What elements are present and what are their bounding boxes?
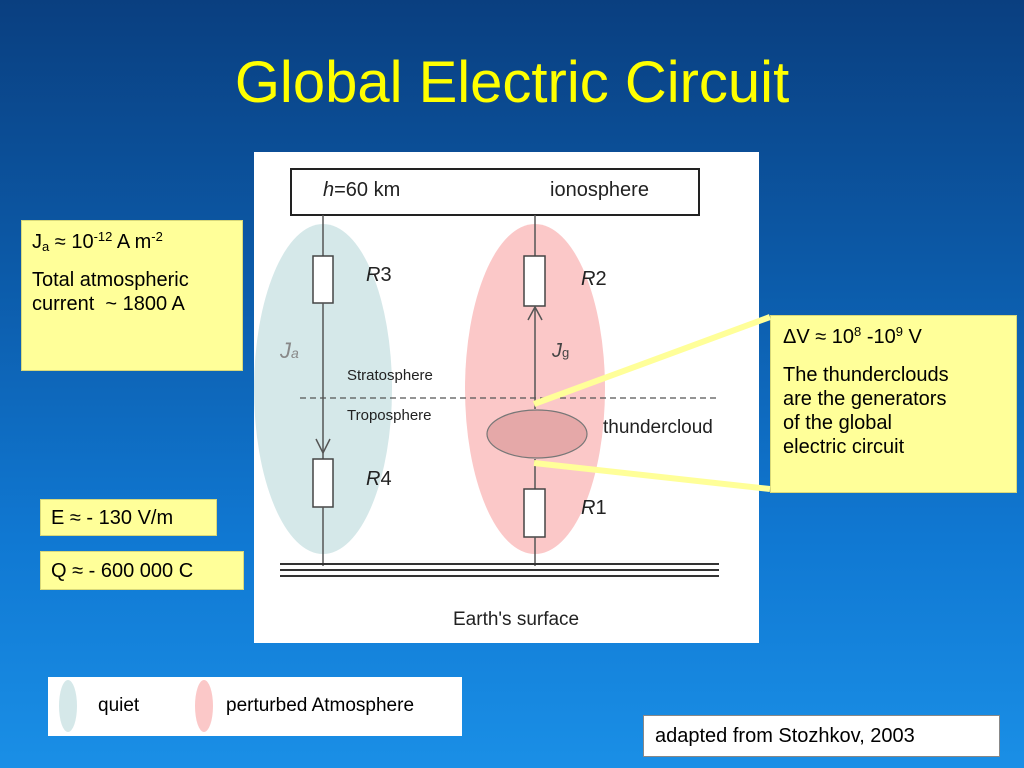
resistor-r3 [312, 255, 334, 304]
r3-label: R3 [366, 264, 392, 286]
atmospheric-current-box: Ja ≈ 10-12 A m-2 Total atmospheric curre… [21, 220, 243, 371]
circuit-diagram: h=60 km ionosphere R3 R2 R4 R1 Ja Jg Str… [254, 152, 759, 643]
resistor-r4 [312, 458, 334, 508]
ionosphere-box [290, 168, 700, 216]
r2-label: R2 [581, 268, 607, 290]
resistor-r2 [523, 255, 546, 307]
legend-perturbed-label: perturbed Atmosphere [226, 695, 415, 716]
credit-text: adapted from Stozhkov, 2003 [655, 725, 915, 747]
ja-label: Ja [280, 338, 299, 363]
troposphere-label: Troposphere [347, 407, 432, 424]
generator-text-2: are the generators [783, 388, 947, 410]
generator-text-4: electric circuit [783, 436, 905, 458]
thundercloud-label: thundercloud [603, 417, 713, 438]
total-current-line-2: current ~ 1800 A [32, 293, 185, 315]
electric-field-text: E ≈ - 130 V/m [51, 507, 174, 529]
legend: quiet perturbed Atmosphere [48, 677, 462, 736]
quiet-swatch [59, 680, 77, 732]
credit-box: adapted from Stozhkov, 2003 [643, 715, 1000, 757]
generator-text-3: of the global [783, 412, 892, 434]
current-density-line: Ja ≈ 10-12 A m-2 [32, 229, 163, 254]
perturbed-swatch [195, 680, 213, 732]
charge-box: Q ≈ - 600 000 C [40, 551, 244, 590]
total-current-line-1: Total atmospheric [32, 269, 189, 291]
jg-label: Jg [552, 340, 570, 362]
ja-arrow [315, 438, 331, 455]
voltage-box: ΔV ≈ 108 -109 V The thunderclouds are th… [770, 315, 1017, 493]
legend-quiet-label: quiet [98, 695, 140, 716]
slide-title: Global Electric Circuit [234, 50, 790, 115]
circuit-diagram-graphic [254, 168, 719, 577]
ionosphere-label: ionosphere [550, 179, 649, 201]
earth-surface-label: Earth's surface [453, 609, 580, 630]
generator-text-1: The thunderclouds [783, 364, 949, 386]
voltage-line: ΔV ≈ 108 -109 V [783, 324, 922, 348]
r4-label: R4 [366, 468, 392, 490]
resistor-r1 [523, 488, 546, 538]
r1-label: R1 [581, 497, 607, 519]
legend-swatches [59, 680, 213, 732]
thundercloud-shape [486, 409, 588, 459]
altitude-label: h=60 km [323, 179, 401, 201]
stratosphere-label: Stratosphere [347, 367, 433, 384]
charge-text: Q ≈ - 600 000 C [51, 560, 194, 582]
electric-field-box: E ≈ - 130 V/m [40, 499, 217, 536]
